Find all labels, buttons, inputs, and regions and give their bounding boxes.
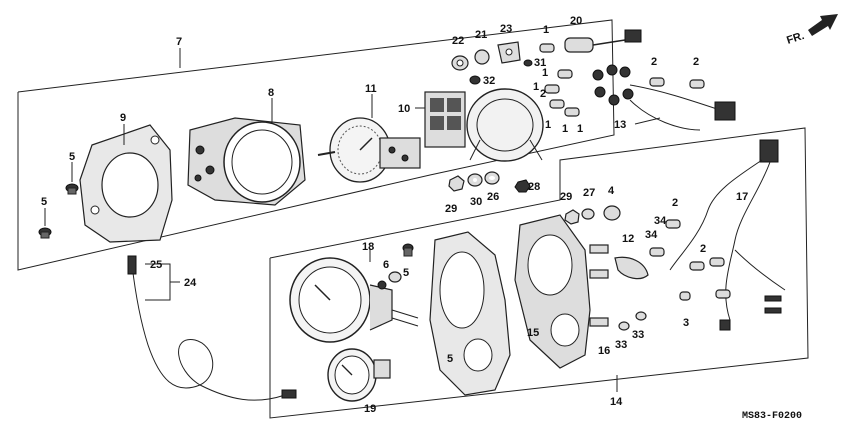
callout-28: 28 xyxy=(528,181,540,193)
washer-30 xyxy=(467,173,483,187)
nut-33-b xyxy=(635,311,647,321)
callout-18: 18 xyxy=(362,241,374,253)
callout-1-b: 1 xyxy=(542,67,548,79)
screw-5-a xyxy=(65,183,79,195)
leader-13 xyxy=(634,117,661,125)
callout-1-a: 1 xyxy=(543,24,549,36)
lower-assembly-boundary xyxy=(269,127,809,419)
callout-33-b: 33 xyxy=(615,339,627,351)
callout-13: 13 xyxy=(614,119,626,131)
front-direction-arrow xyxy=(808,14,838,36)
callout-14: 14 xyxy=(610,396,623,408)
speedometer-cable-24 xyxy=(127,255,297,401)
callout-34-b: 34 xyxy=(645,229,658,241)
callout-23: 23 xyxy=(500,23,512,35)
bulb-34-a xyxy=(665,219,681,229)
callout-17: 17 xyxy=(736,191,748,203)
callout-1-e: 1 xyxy=(562,123,568,135)
callout-15: 15 xyxy=(527,327,539,339)
nut-26 xyxy=(484,171,500,185)
callout-31: 31 xyxy=(534,57,546,69)
callout-16: 16 xyxy=(598,345,610,357)
callout-2-d: 2 xyxy=(672,197,678,209)
screw-5-c xyxy=(402,243,414,257)
gasket-plate-9 xyxy=(79,124,173,243)
callout-29-b: 29 xyxy=(560,191,572,203)
callout-5-a: 5 xyxy=(69,151,75,163)
callout-12: 12 xyxy=(622,233,634,245)
callout-6: 6 xyxy=(383,259,389,271)
callout-10: 10 xyxy=(398,103,410,115)
nut-29-b xyxy=(564,209,580,225)
socket-20 xyxy=(564,29,642,53)
washer-27 xyxy=(581,208,595,220)
callout-2-e: 2 xyxy=(700,243,706,255)
callout-33-a: 33 xyxy=(632,329,644,341)
callout-21: 21 xyxy=(475,29,487,41)
nut-28 xyxy=(514,179,531,193)
harness-13 xyxy=(592,64,736,131)
callout-2-c: 2 xyxy=(693,56,699,68)
callout-2-a: 2 xyxy=(540,88,546,100)
screw-5-b xyxy=(38,227,52,239)
bulb-3 xyxy=(679,291,691,301)
nut-6 xyxy=(388,271,402,283)
plate-16 xyxy=(514,214,609,369)
bulb-34-b xyxy=(649,247,665,257)
leader-24-bracket xyxy=(145,263,180,301)
callout-2-b: 2 xyxy=(651,56,657,68)
grommet-22 xyxy=(451,55,469,71)
bracket-23 xyxy=(497,41,521,64)
callout-1-f: 1 xyxy=(577,123,583,135)
callout-8: 8 xyxy=(268,87,274,99)
callout-11: 11 xyxy=(365,83,377,95)
bolt-32 xyxy=(469,75,481,85)
callout-30: 30 xyxy=(470,196,482,208)
tachometer-housing-10 xyxy=(424,88,544,162)
bulb-set-1 xyxy=(539,43,580,117)
front-direction-label: FR. xyxy=(785,30,806,47)
callout-4: 4 xyxy=(608,185,615,197)
callout-27: 27 xyxy=(583,187,595,199)
callout-22: 22 xyxy=(452,35,464,47)
speedometer-unit-11 xyxy=(317,117,421,183)
meter-case-8 xyxy=(187,117,306,206)
grommet-4 xyxy=(603,205,621,221)
grommet-21 xyxy=(474,49,490,65)
bolt-31 xyxy=(523,59,533,67)
callout-1-c: 1 xyxy=(533,81,539,93)
callout-5-b: 5 xyxy=(41,196,47,208)
callout-20: 20 xyxy=(570,15,582,27)
callout-25: 25 xyxy=(150,259,162,271)
nut-33-a xyxy=(618,321,630,331)
meter-19 xyxy=(327,348,391,402)
meter-18 xyxy=(289,257,419,343)
gasket-15 xyxy=(429,231,511,396)
callout-34-a: 34 xyxy=(654,215,667,227)
callout-9: 9 xyxy=(120,112,126,124)
callout-26: 26 xyxy=(487,191,499,203)
nut-29-a xyxy=(448,175,465,192)
harness-17 xyxy=(669,139,786,331)
callout-1-d: 1 xyxy=(545,119,551,131)
callout-24: 24 xyxy=(184,277,197,289)
callout-32: 32 xyxy=(483,75,495,87)
callout-5-c: 5 xyxy=(403,267,409,279)
callout-29-a: 29 xyxy=(445,203,457,215)
callout-5-d: 5 xyxy=(447,353,453,365)
clamp-12 xyxy=(614,256,649,280)
callout-3: 3 xyxy=(683,317,689,329)
callout-19: 19 xyxy=(364,403,376,415)
diagram-code: MS83-F0200 xyxy=(742,411,802,422)
callout-7: 7 xyxy=(176,36,182,48)
